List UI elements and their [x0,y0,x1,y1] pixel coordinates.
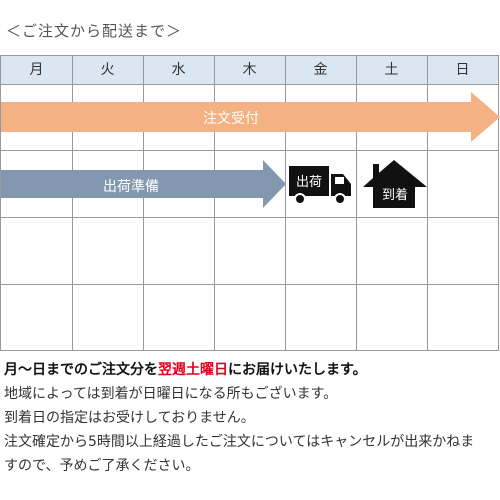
grid-line [427,56,428,350]
day-wed: 水 [171,62,186,78]
order-arrow-label: 注文受付 [203,111,259,127]
grid-line [1,84,498,85]
note-line: 地域によっては到着が日曜日になる所もございます。 [4,386,338,402]
delivery-notes: 月～日までのご注文分を翌週土曜日にお届けいたします。 地域によっては到着が日曜日… [4,358,498,478]
delivery-day-highlight: 翌週土曜日 [158,362,228,378]
grid-line [143,56,144,350]
truck-icon [289,166,351,205]
day-tue: 火 [100,62,115,78]
grid-line [356,56,357,350]
day-mon: 月 [29,62,44,78]
shipping-arrow [1,160,286,208]
note-line-main: 月～日までのご注文分を翌週土曜日にお届けいたします。 [4,358,498,382]
shipping-arrow-label: 出荷準備 [103,179,159,195]
grid-line [285,56,286,350]
process-arrows [1,92,500,208]
grid-line [1,150,498,151]
calendar-header [1,56,498,84]
day-sun: 日 [455,62,470,78]
day-thu: 木 [242,62,257,78]
note-text: にお届けいたします。 [228,362,367,378]
note-line: 注文確定から5時間以上経過したご注文についてはキャンセルが出来かねま [4,434,475,450]
day-sat: 土 [384,62,399,78]
weekly-calendar: 月 火 水 木 金 土 日 注文受付 出荷準備 出荷 到着 [0,55,500,351]
grid-line [214,56,215,350]
day-fri: 金 [313,62,328,78]
note-line: 到着日の指定はお受けしておりません。 [4,410,255,426]
truck-label: 出荷 [295,175,322,190]
order-arrow [1,92,500,142]
grid-line [1,217,498,218]
grid-line [1,284,498,285]
house-icon [363,160,427,208]
note-text: 月～日までのご注文分を [4,362,158,378]
grid-line [72,56,73,350]
note-line: すので、予めご了承ください。 [4,458,200,474]
page-title: ＜ご注文から配送まで＞ [6,22,183,40]
house-label: 到着 [381,188,408,203]
